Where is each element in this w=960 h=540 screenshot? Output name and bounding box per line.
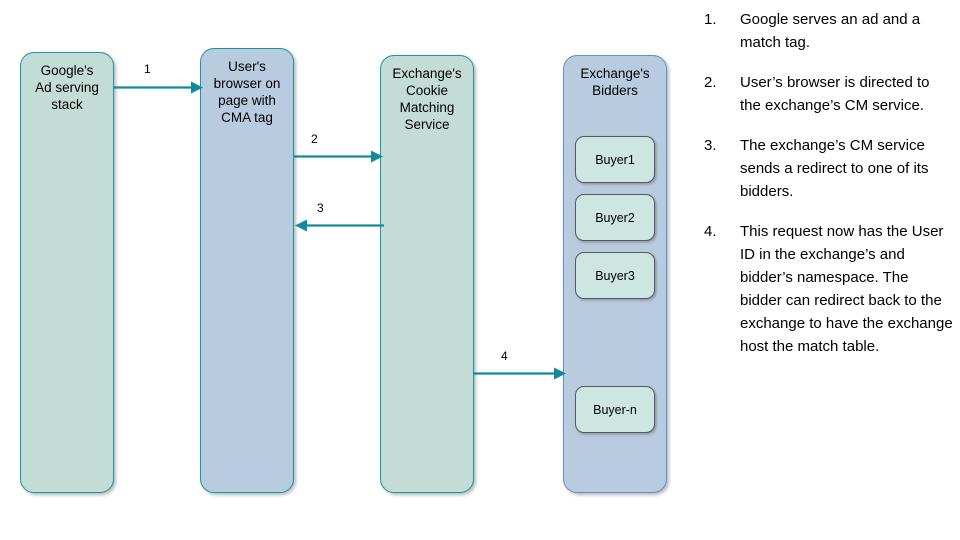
arrow-3-label: 3 bbox=[317, 201, 324, 215]
legend-item-3: 3. The exchange’s CM service sends a red… bbox=[704, 134, 954, 203]
arrow-4 bbox=[474, 366, 567, 380]
legend-text-4: This request now has the User ID in the … bbox=[740, 223, 953, 355]
buyer-box-buyer2[interactable]: Buyer2 bbox=[575, 194, 655, 241]
node-label-exchange-bidders: Exchange's Bidders bbox=[580, 66, 650, 98]
legend-number-3: 3. bbox=[704, 137, 717, 154]
buyer-label-buyer1: Buyer1 bbox=[595, 153, 635, 167]
node-label-users-browser: User's browser on page with CMA tag bbox=[213, 59, 281, 125]
node-label-exchange-cookie-matching-service: Exchange's Cookie Matching Service bbox=[392, 66, 462, 132]
arrow-1-label: 1 bbox=[144, 62, 151, 76]
buyer-box-buyer3[interactable]: Buyer3 bbox=[575, 252, 655, 299]
legend-item-4: 4. This request now has the User ID in t… bbox=[704, 220, 954, 358]
legend-text-1: Google serves an ad and a match tag. bbox=[740, 11, 921, 51]
legend-item-2: 2. User’s browser is directed to the exc… bbox=[704, 71, 954, 117]
buyer-label-buyer3: Buyer3 bbox=[595, 269, 635, 283]
arrow-2-label: 2 bbox=[311, 132, 318, 146]
legend-text-2: User’s browser is directed to the exchan… bbox=[740, 74, 930, 114]
legend-item-1: 1. Google serves an ad and a match tag. bbox=[704, 8, 954, 54]
node-label-google-ad-serving-stack: Google's Ad serving stack bbox=[35, 63, 99, 112]
buyer-label-buyer-n: Buyer-n bbox=[593, 403, 637, 417]
legend-text-3: The exchange’s CM service sends a redire… bbox=[740, 137, 929, 200]
legend-list: 1. Google serves an ad and a match tag. … bbox=[704, 8, 954, 375]
arrow-4-label: 4 bbox=[501, 349, 508, 363]
node-exchange-cookie-matching-service[interactable]: Exchange's Cookie Matching Service bbox=[380, 55, 474, 493]
buyer-box-buyer1[interactable]: Buyer1 bbox=[575, 136, 655, 183]
arrow-2 bbox=[294, 149, 384, 163]
arrow-1 bbox=[114, 80, 204, 94]
buyer-label-buyer2: Buyer2 bbox=[595, 211, 635, 225]
node-users-browser[interactable]: User's browser on page with CMA tag bbox=[200, 48, 294, 493]
node-google-ad-serving-stack[interactable]: Google's Ad serving stack bbox=[20, 52, 114, 493]
legend-number-1: 1. bbox=[704, 11, 717, 28]
legend-number-4: 4. bbox=[704, 223, 717, 240]
arrow-3 bbox=[294, 218, 384, 232]
legend-number-2: 2. bbox=[704, 74, 717, 91]
buyer-box-buyer-n[interactable]: Buyer-n bbox=[575, 386, 655, 433]
